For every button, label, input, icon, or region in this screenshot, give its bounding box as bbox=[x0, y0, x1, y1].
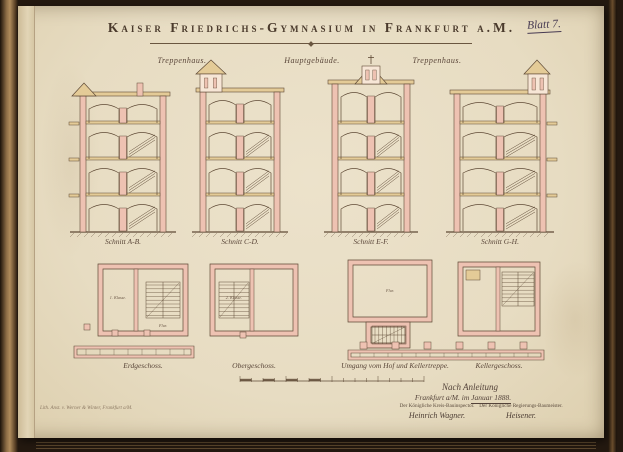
colophon-right-signature: Heisener. bbox=[506, 411, 536, 420]
drawing-sheet bbox=[18, 6, 604, 438]
paper-stain bbox=[540, 260, 610, 380]
sheet-title: Kaiser Friedrichs-Gymnasium in Frankfurt… bbox=[107, 20, 516, 35]
previous-page-edge bbox=[18, 6, 35, 438]
printer-credit: Lith. Anst. v. Werner & Winter, Frankfur… bbox=[40, 406, 133, 411]
heading-hauptgebaeude: Hauptgebäude. bbox=[284, 56, 340, 65]
colophon-left-block: Der Königliche Kreis-Bauinspector. Heinr… bbox=[378, 403, 496, 420]
scale-bar bbox=[239, 376, 425, 382]
colophon-place-date: Frankfurt a/M. im Januar 1888. bbox=[388, 393, 538, 404]
section-caption-4: Schnitt G-H. bbox=[481, 237, 519, 246]
colophon-left-title: Der Königliche Kreis-Bauinspector. bbox=[399, 403, 475, 409]
section-drawing-hauptgebaeude-1 bbox=[191, 59, 288, 238]
floor-plan-4 bbox=[457, 261, 541, 337]
book-page-curl bbox=[0, 0, 18, 452]
floor-plan-2 bbox=[209, 263, 299, 337]
section-caption-2: Schnitt C-D. bbox=[221, 237, 259, 246]
section-caption-1: Schnitt A-B. bbox=[104, 237, 142, 246]
room-label: 2. Klasse. bbox=[226, 295, 242, 300]
section-caption-3: Schnitt E-F. bbox=[353, 237, 389, 246]
plan-caption-4: Kellergeschoss. bbox=[475, 361, 523, 370]
book-fore-edge bbox=[608, 0, 617, 452]
colophon-note: Nach Anleitung bbox=[441, 382, 499, 392]
pier-details bbox=[83, 323, 247, 339]
heading-treppenhaus-left: Treppenhaus. bbox=[157, 56, 207, 65]
section-drawing-treppenhaus-right bbox=[445, 59, 558, 238]
colophon-place: Frankfurt a/M. im bbox=[414, 393, 472, 402]
plan-caption-3: Umgang vom Hof und Kellertreppe. bbox=[341, 361, 449, 370]
colophon-date: Januar 1888. bbox=[471, 393, 512, 404]
floor-plan-1 bbox=[97, 263, 189, 337]
colophon-left-signature: Heinrich Wagner. bbox=[408, 411, 466, 420]
plan-caption-1: Erdgeschoss. bbox=[123, 361, 163, 370]
colophon-right-block: Der Königliche Regierungs-Baumeister. He… bbox=[462, 403, 580, 420]
sheet-number-text: Blatt 7. bbox=[526, 18, 562, 34]
plan-caption-2: Obergeschoss. bbox=[232, 361, 276, 370]
section-drawing-treppenhaus-left bbox=[68, 82, 176, 238]
title-ornament-rule bbox=[150, 43, 472, 44]
colophon-right-title: Der Königliche Regierungs-Baumeister. bbox=[479, 403, 563, 409]
section-drawing-hauptgebaeude-2 bbox=[323, 55, 418, 238]
room-label: Flur. bbox=[158, 323, 167, 328]
corridor-wall-plan-1 bbox=[73, 345, 195, 359]
corridor-wall-plan-2 bbox=[347, 341, 545, 361]
room-label: Flur. bbox=[385, 288, 394, 293]
paper-stack-edges bbox=[36, 442, 596, 450]
room-label: 1. Klasse. bbox=[110, 295, 126, 300]
heading-treppenhaus-right: Treppenhaus. bbox=[412, 56, 462, 65]
floor-plan-3 bbox=[347, 259, 433, 349]
